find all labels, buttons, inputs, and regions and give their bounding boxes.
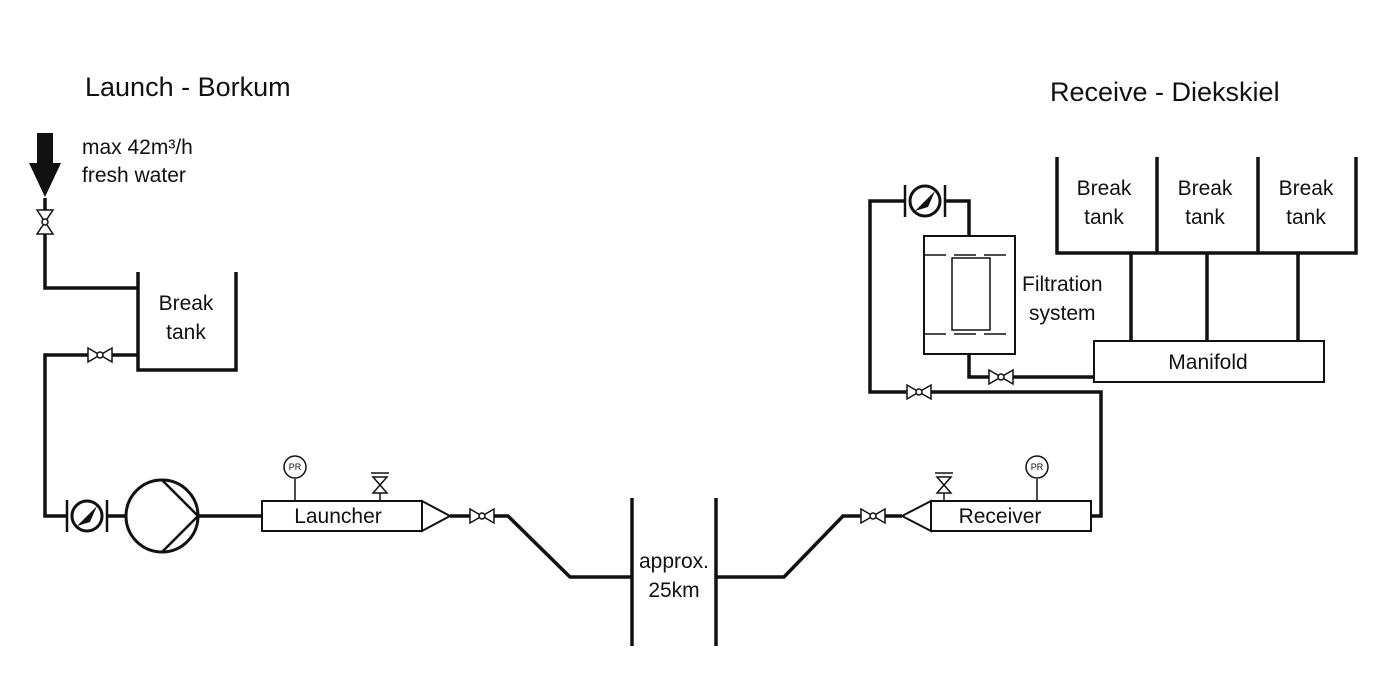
receive-tank-3-label-1: Break bbox=[1279, 177, 1334, 200]
inlet-flow-text: max 42m³/h bbox=[82, 136, 193, 159]
receive-line-valve-icon bbox=[860, 507, 886, 525]
filtration-label-2: system bbox=[1029, 302, 1096, 325]
receiver-outlet-pipe bbox=[868, 199, 1103, 518]
receiver-label: Receiver bbox=[959, 505, 1042, 528]
filtration-system-icon bbox=[923, 235, 1016, 355]
manifold-box bbox=[1093, 340, 1325, 383]
receive-break-tanks bbox=[1055, 157, 1358, 255]
launcher-vent-valve-icon bbox=[371, 472, 389, 501]
tank-outlet-valve-icon bbox=[87, 346, 113, 364]
receive-line-pipe bbox=[716, 514, 902, 579]
distance-label-1: approx. bbox=[639, 550, 709, 573]
meter-to-filter-pipe bbox=[945, 199, 971, 236]
filtration-label-1: Filtration bbox=[1022, 273, 1103, 296]
receive-loop-valve-icon bbox=[906, 383, 932, 401]
receive-tank-3-label-2: tank bbox=[1286, 206, 1326, 229]
receive-title: Receive - Diekskiel bbox=[1050, 77, 1280, 107]
launcher-gauge-label: PR bbox=[289, 462, 302, 472]
receive-tank-2-label-1: Break bbox=[1178, 177, 1233, 200]
launcher-box bbox=[261, 500, 423, 532]
inlet-arrow-icon bbox=[29, 133, 61, 197]
launcher-pressure-gauge-icon: PR bbox=[283, 455, 307, 501]
receiver-gauge-label: PR bbox=[1031, 462, 1044, 472]
inlet-valve-icon bbox=[35, 209, 55, 235]
launch-break-tank bbox=[136, 272, 238, 372]
inlet-pipe bbox=[43, 198, 138, 290]
manifold-label: Manifold bbox=[1168, 351, 1247, 374]
inlet-water-text: fresh water bbox=[82, 164, 186, 187]
receive-flow-meter-icon bbox=[903, 184, 947, 218]
distance-label-2: 25km bbox=[648, 579, 699, 602]
launch-tank-label-2: tank bbox=[166, 321, 206, 344]
manifold-tank-pipes bbox=[1129, 253, 1300, 341]
tank-outlet-pipe bbox=[43, 353, 138, 518]
pump-icon bbox=[124, 478, 200, 554]
receiver-vent-valve-icon bbox=[935, 472, 953, 501]
receive-tank-1-label-1: Break bbox=[1077, 177, 1132, 200]
launcher-reducer-icon bbox=[421, 499, 453, 533]
receiver-reducer-icon bbox=[899, 499, 932, 533]
filter-to-manifold-pipe bbox=[967, 354, 1094, 379]
filter-outlet-valve-icon bbox=[988, 368, 1014, 386]
launcher-label: Launcher bbox=[294, 505, 382, 528]
launch-tank-label-1: Break bbox=[159, 292, 214, 315]
receive-tank-2-label-2: tank bbox=[1185, 206, 1225, 229]
receiver-pressure-gauge-icon: PR bbox=[1025, 455, 1049, 501]
launch-title: Launch - Borkum bbox=[85, 72, 291, 102]
launch-line-valve-icon bbox=[469, 507, 495, 525]
launch-line-pipe bbox=[450, 514, 632, 579]
receive-tank-1-label-2: tank bbox=[1084, 206, 1124, 229]
launch-flow-meter-icon bbox=[65, 499, 109, 533]
